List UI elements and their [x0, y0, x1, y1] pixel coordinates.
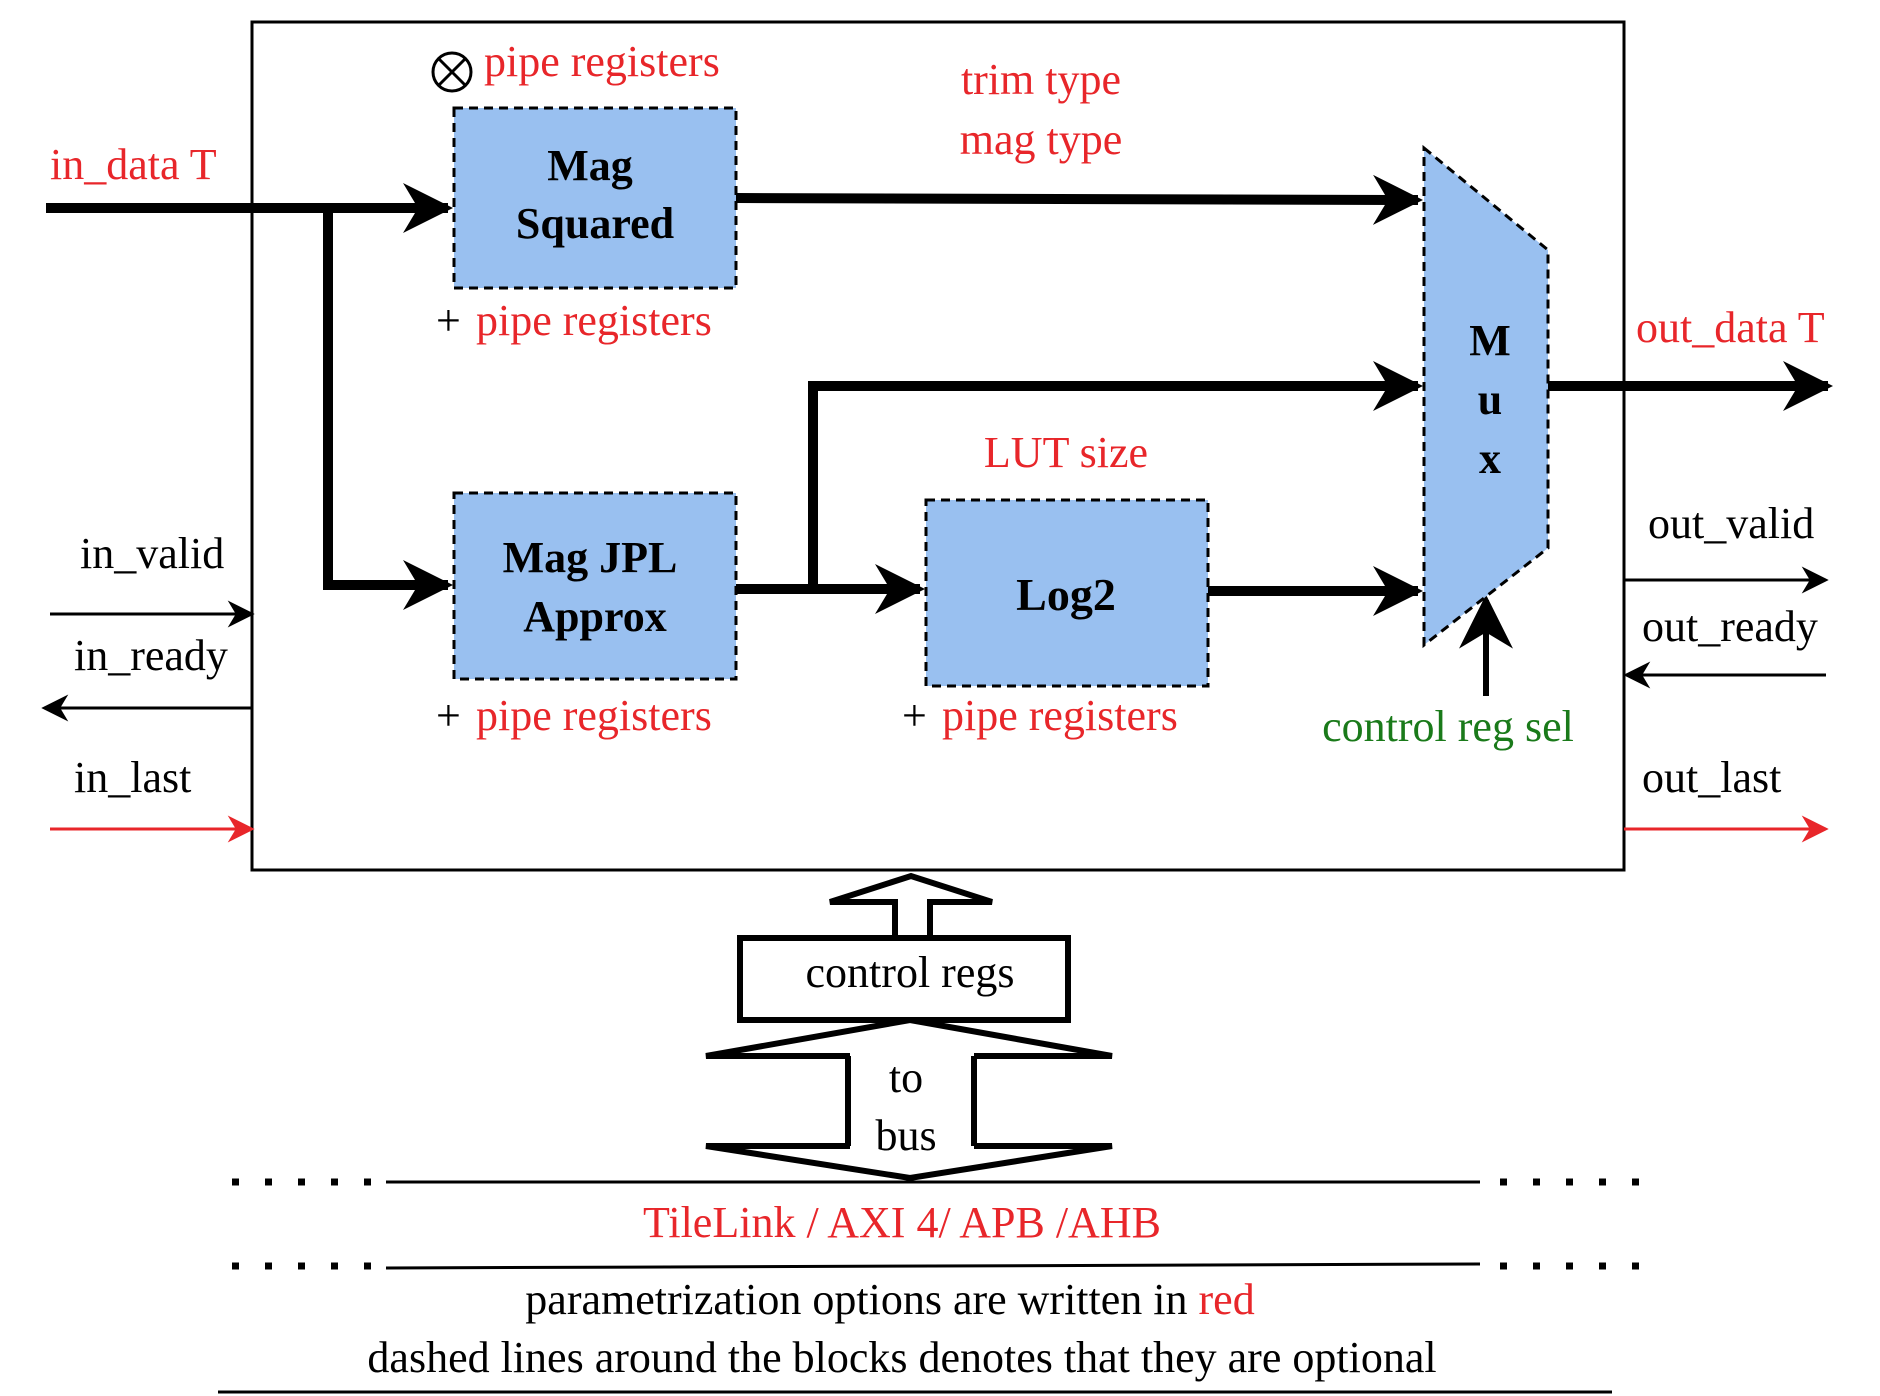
- trim-type-label: trim type: [961, 55, 1121, 104]
- control-regs-label: control regs: [806, 948, 1015, 997]
- note-line-1: parametrization options are written in r…: [525, 1275, 1254, 1324]
- to-label: to: [889, 1053, 923, 1102]
- log2-label: Log2: [1016, 569, 1116, 620]
- note-line-2: dashed lines around the blocks denotes t…: [367, 1333, 1436, 1382]
- mag-type-label: mag type: [960, 115, 1123, 164]
- control-reg-sel-label: control reg sel: [1322, 702, 1574, 751]
- circled-times-icon: [431, 51, 473, 93]
- mux-block: [1422, 144, 1550, 649]
- mag-jpl-label-2: Approx: [523, 592, 666, 641]
- out-last-label: out_last: [1642, 753, 1781, 802]
- control-regs-box: [737, 935, 1071, 1023]
- lut-size-label: LUT size: [984, 428, 1148, 477]
- control-regs-up-arrow: [829, 872, 993, 941]
- plus-sign-1: +: [436, 296, 461, 345]
- mag-squared-label-2: Squared: [516, 199, 674, 248]
- log2-block: [924, 498, 1210, 688]
- in-ready-label: in_ready: [74, 631, 228, 680]
- in-valid-label: in_valid: [80, 529, 224, 578]
- note-line-1-prefix: parametrization options are written in: [525, 1275, 1198, 1324]
- mux-label-x: x: [1479, 434, 1501, 483]
- in-last-label: in_last: [74, 753, 191, 802]
- pipe-registers-top-label: pipe registers: [484, 37, 720, 86]
- mux-label-u: u: [1478, 375, 1502, 424]
- bus-line-bottom: [232, 1262, 1642, 1270]
- mag-squared-label-1: Mag: [547, 141, 633, 190]
- mag-squared-to-mux-line: [735, 174, 1423, 225]
- bus-label: bus: [875, 1111, 936, 1160]
- pipe-registers-log2: pipe registers: [942, 691, 1178, 740]
- mag-squared-block: [452, 106, 738, 290]
- note-line-1-red: red: [1199, 1275, 1255, 1324]
- bus-protocols-label: TileLink / AXI 4/ APB /AHB: [643, 1198, 1161, 1247]
- out-valid-label: out_valid: [1648, 499, 1814, 548]
- mag-jpl-label-1: Mag JPL: [503, 533, 678, 582]
- out-data-label: out_data T: [1636, 303, 1825, 352]
- out-ready-label: out_ready: [1642, 602, 1818, 651]
- pipe-registers-mag-squared: pipe registers: [476, 296, 712, 345]
- plus-sign-3: +: [902, 691, 927, 740]
- mux-label-m: M: [1469, 316, 1511, 365]
- in-data-label: in_data T: [50, 140, 217, 189]
- mag-jpl-to-mux-line: [808, 361, 1423, 589]
- branch-to-mag-jpl: [323, 208, 453, 610]
- pipe-registers-mag-jpl: pipe registers: [476, 691, 712, 740]
- mag-jpl-block: [452, 491, 738, 681]
- to-bus-shaft: [850, 1052, 974, 1150]
- plus-sign-2: +: [436, 691, 461, 740]
